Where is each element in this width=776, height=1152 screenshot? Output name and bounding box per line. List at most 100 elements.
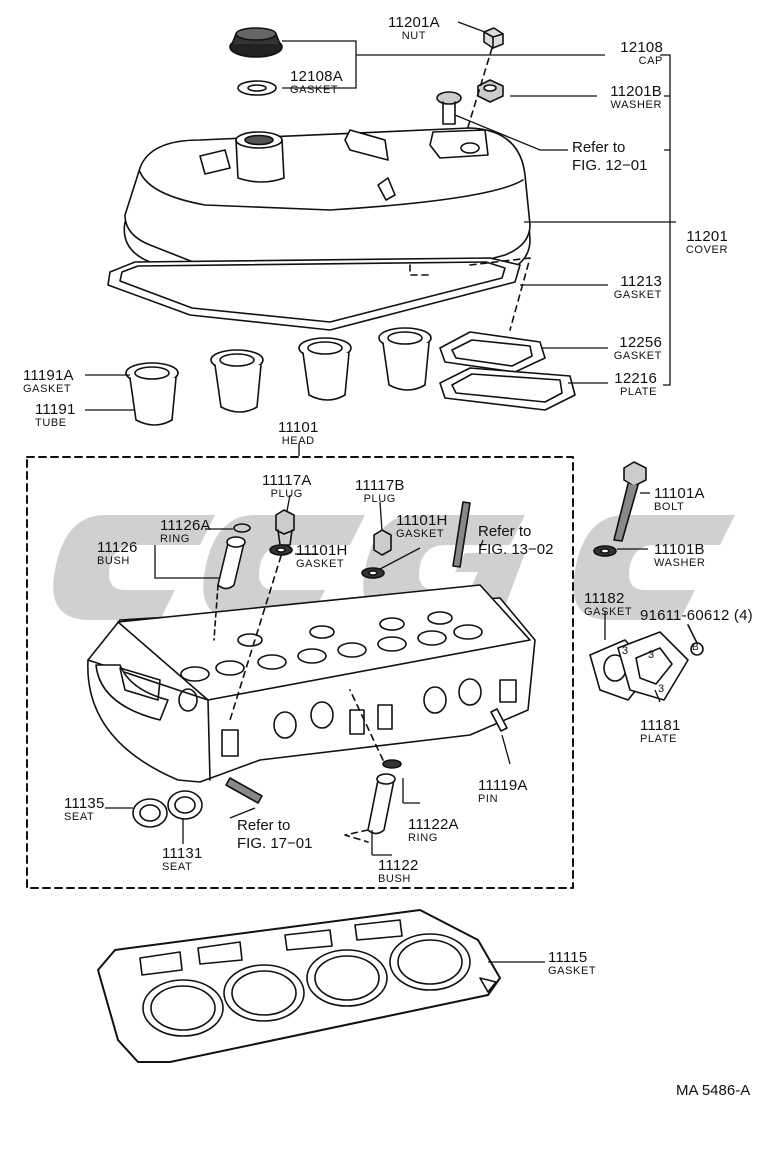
cover-screw (436, 91, 462, 125)
breather-plate (439, 367, 576, 411)
part-number: 11181 (640, 717, 681, 734)
part-name: GASKET (613, 289, 662, 301)
label-11101b: 11101B WASHER (654, 542, 705, 569)
label-11117a: 11117A PLUG (262, 473, 312, 500)
valve-guide-bush-lower (344, 689, 402, 843)
valve-guide-bush-upper (213, 536, 246, 641)
callout-3-b: 3 (648, 649, 655, 661)
bush-ring-upper (233, 523, 251, 533)
label-11201b: 11201B WASHER (590, 84, 662, 111)
label-12216: 12216 PLATE (606, 371, 657, 398)
head-gasket (97, 909, 501, 1063)
part-number: 91611-60612 (4) (640, 607, 753, 624)
label-11101a: 11101A BOLT (654, 486, 705, 513)
label-11131: 11131 SEAT (162, 846, 203, 873)
cover-plate (617, 631, 689, 701)
label-11115: 11115 GASKET (548, 950, 596, 977)
part-number: 12108 (620, 39, 663, 56)
part-number: 11101B (654, 541, 705, 558)
callout-b-text: B (692, 642, 699, 653)
callout-3-c: 3 (658, 683, 665, 695)
part-number: 11182 (584, 590, 625, 607)
part-number: 11122A (408, 816, 459, 833)
cylinder-head (87, 584, 536, 783)
part-name: GASKET (396, 528, 445, 540)
part-number: 11201A (388, 14, 440, 31)
part-number: 11201 (686, 228, 728, 245)
part-number: 11101H (296, 542, 348, 559)
label-11122: 11122 BUSH (378, 858, 419, 885)
part-name: BUSH (97, 555, 130, 567)
part-name: GASKET (548, 965, 597, 977)
ref-line-2: FIG. 12−01 (572, 157, 648, 174)
part-number: 11191A (23, 367, 74, 384)
label-91611: 91611-60612 (4) (640, 608, 753, 623)
part-number: 11122 (378, 857, 419, 874)
label-11126: 11126 BUSH (97, 540, 138, 567)
part-name: GASKET (613, 350, 662, 362)
short-stud (225, 777, 263, 804)
label-12256: 12256 GASKET (606, 335, 662, 362)
part-name: GASKET (23, 383, 72, 395)
part-number: 11115 (548, 949, 588, 966)
part-name: GASKET (296, 558, 345, 570)
label-11213: 11213 GASKET (606, 274, 662, 301)
ref-line-2: FIG. 13−02 (478, 541, 554, 558)
part-number: 11191 (35, 401, 76, 418)
part-number: 11126 (97, 539, 138, 556)
part-name: SEAT (64, 811, 95, 823)
part-name: BOLT (654, 501, 685, 513)
part-number: 12108A (290, 68, 343, 85)
part-name: PLUG (363, 493, 396, 505)
part-number: 12216 (614, 370, 657, 387)
label-12108a: 12108A GASKET (290, 69, 343, 96)
head-group-frame (26, 456, 574, 889)
label-11126a: 11126A RING (160, 518, 211, 545)
ref-line-1: Refer to (237, 817, 291, 834)
head-bolt (613, 461, 647, 542)
part-name: PLATE (640, 733, 678, 745)
part-number: 11126A (160, 517, 211, 534)
part-name: RING (408, 832, 438, 844)
part-name: SEAT (162, 861, 193, 873)
ref-line-2: FIG. 17−01 (237, 835, 313, 852)
ref-fig-17-01[interactable]: Refer to FIG. 17−01 (237, 817, 312, 853)
part-name: BUSH (378, 873, 411, 885)
label-11122a: 11122A RING (408, 817, 459, 844)
part-number: 11213 (620, 273, 662, 290)
part-name: PLUG (270, 488, 303, 500)
stud-bolt (452, 501, 471, 568)
part-number: 11135 (64, 795, 105, 812)
label-11182: 11182 GASKET (584, 591, 632, 618)
part-number: 11201B (610, 83, 662, 100)
side-ports (178, 678, 517, 757)
part-name: PIN (478, 793, 499, 805)
part-name: WASHER (654, 557, 706, 569)
part-number: 11101H (396, 512, 448, 529)
part-name: GASKET (290, 84, 339, 96)
part-number: 11101A (654, 485, 705, 502)
part-name: PLATE (619, 386, 657, 398)
label-11201: 11201 COVER (668, 229, 728, 256)
ref-line-1: Refer to (478, 523, 532, 540)
valve-seats (180, 611, 483, 682)
ref-fig-12-01[interactable]: Refer to FIG. 12−01 (572, 139, 647, 175)
label-11191a: 11191A GASKET (23, 368, 74, 395)
nut-part (483, 27, 504, 49)
gasket-11101h-b (361, 567, 385, 579)
part-name: RING (160, 533, 190, 545)
ref-line-1: Refer to (572, 139, 626, 156)
oil-filler-cap (229, 27, 283, 58)
part-number: 11131 (162, 845, 203, 862)
leader-lines (85, 21, 676, 963)
label-12108: 12108 CAP (605, 40, 663, 67)
gasket-11101h-a (269, 544, 293, 556)
bolt-washer (593, 545, 617, 557)
plug-b (373, 529, 392, 556)
label-11191: 11191 TUBE (35, 402, 76, 429)
ref-fig-13-02[interactable]: Refer to FIG. 13−02 (478, 523, 553, 559)
part-name: CAP (638, 55, 663, 67)
label-11201a: 11201A NUT (388, 15, 440, 42)
